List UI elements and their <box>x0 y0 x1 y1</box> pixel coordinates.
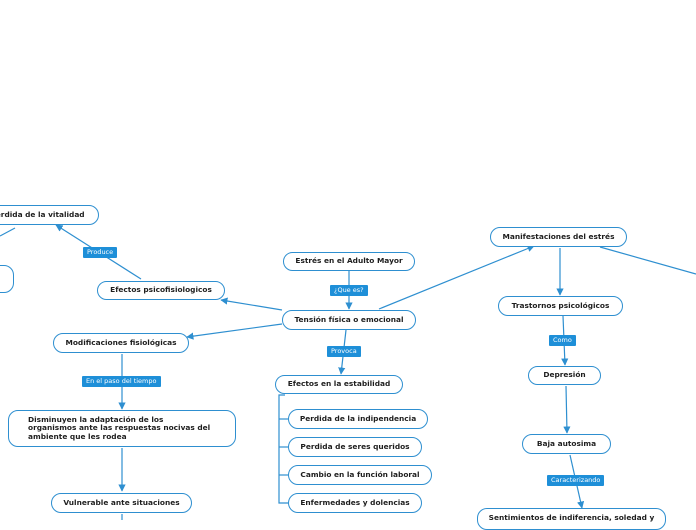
node-perdida-vitalidad[interactable]: Perdida de la vitalidad <box>0 205 99 225</box>
edge-vitalidad-offscreen <box>0 227 16 237</box>
node-vulnerable-situaciones[interactable]: Vulnerable ante situaciones <box>51 493 192 513</box>
node-trastornos-psicologicos[interactable]: Trastornos psicológicos <box>498 296 623 316</box>
node-perdida-seres-queridos[interactable]: Perdida de seres queridos <box>288 437 422 457</box>
node-sentimientos-indiferencia[interactable]: Sentimientos de indiferencia, soledad y <box>477 508 666 530</box>
edge-label-paso-tiempo: En el paso del tiempo <box>82 376 161 387</box>
edge-tension-modificaciones <box>186 323 283 340</box>
edge-label-caracterizando: Caracterizando <box>547 475 605 486</box>
edge-label-que-es: ¿Que es? <box>330 285 368 296</box>
node-modificaciones-fisiologicas[interactable]: Modificaciones fisiológicas <box>53 333 189 353</box>
node-efectos-psicofisiologicos[interactable]: Efectos psicofisiologicos <box>97 281 225 300</box>
edge-estabilidad-bracket <box>278 394 288 504</box>
edge-label-como: Como <box>549 335 576 346</box>
node-disminuyen-adaptacion[interactable]: Disminuyen la adaptación de los organism… <box>8 410 236 447</box>
edge-manifestaciones-offscreen <box>599 246 696 275</box>
edge-label-produce: Produce <box>83 247 118 258</box>
node-baja-autoestima[interactable]: Baja autosima <box>522 434 611 454</box>
edge-tension-manifestaciones <box>378 245 535 310</box>
node-enfermedades-dolencias[interactable]: Enfermedades y dolencias <box>288 493 422 513</box>
node-manifestaciones-estres[interactable]: Manifestaciones del estrés <box>490 227 627 247</box>
edge-depresion-autoestima <box>563 385 571 434</box>
node-offscreen-left[interactable] <box>0 265 14 293</box>
edge-tension-efectos-psico <box>220 297 283 311</box>
node-efectos-estabilidad[interactable]: Efectos en la estabilidad <box>275 375 403 394</box>
node-cambio-funcion-laboral[interactable]: Cambio en la función laboral <box>288 465 432 485</box>
node-tension-fisica-emocional[interactable]: Tensión física o emocional <box>282 310 416 330</box>
node-depresion[interactable]: Depresión <box>528 366 601 385</box>
node-perdida-independencia[interactable]: Perdida de la indipendencia <box>288 409 428 429</box>
node-estres-adulto-mayor[interactable]: Estrés en el Adulto Mayor <box>283 252 415 271</box>
edge-label-provoca: Provoca <box>327 346 361 357</box>
